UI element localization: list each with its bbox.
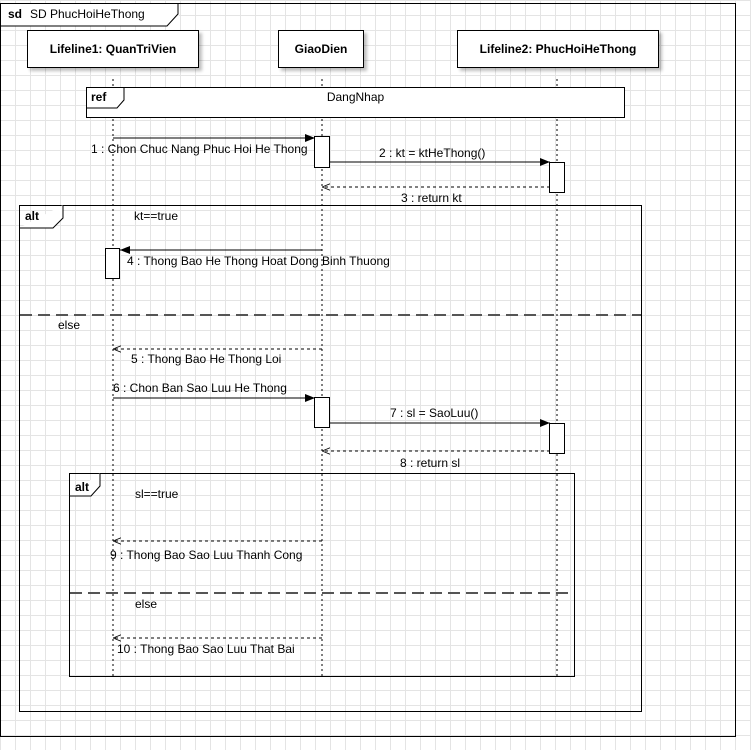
frame-name: SD PhucHoiHeThong (30, 7, 145, 21)
message-4-label: 4 : Thong Bao He Thong Hoat Dong Binh Th… (127, 254, 390, 268)
alt-outer-guard-1: kt==true (134, 209, 179, 223)
ref-keyword: ref (91, 90, 107, 104)
message-10-label: 10 : Thong Bao Sao Luu That Bai (117, 642, 295, 656)
message-2-label: 2 : kt = ktHeThong() (379, 146, 486, 160)
alt-fragment-inner: alt (69, 473, 575, 677)
message-1-label: 1 : Chon Chuc Nang Phuc Hoi He Thong (91, 142, 308, 156)
message-8-label: 8 : return sl (400, 456, 461, 470)
sequence-diagram-frame: sd SD PhucHoiHeThong (0, 3, 736, 737)
message-3-label: 3 : return kt (401, 191, 462, 205)
lifeline-head-quantrivien: Lifeline1: QuanTriVien (27, 30, 199, 68)
activation-phuchoihethong-1 (549, 162, 565, 193)
lifeline-head-phuchoihethong: Lifeline2: PhucHoiHeThong (457, 30, 659, 68)
message-9-label: 9 : Thong Bao Sao Luu Thanh Cong (110, 548, 303, 562)
alt-fragment-outer: alt (19, 205, 642, 712)
ref-fragment: ref DangNhap (86, 87, 625, 118)
frame-tab: sd SD PhucHoiHeThong (1, 4, 179, 27)
ref-name: DangNhap (326, 90, 385, 104)
alt-inner-keyword: alt (75, 480, 90, 494)
activation-phuchoihethong-2 (549, 423, 565, 454)
activation-giaodien-2 (314, 397, 330, 428)
message-5-label: 5 : Thong Bao He Thong Loi (131, 352, 282, 366)
alt-inner-guard-2: else (135, 597, 158, 611)
activation-giaodien-1 (314, 136, 330, 168)
frame-keyword: sd (8, 7, 23, 21)
message-6-label: 6 : Chon Ban Sao Luu He Thong (113, 381, 287, 395)
alt-inner-guard-1: sl==true (135, 487, 179, 501)
alt-outer-keyword: alt (25, 209, 40, 223)
alt-outer-guard-2: else (58, 318, 81, 332)
message-7-label: 7 : sl = SaoLuu() (390, 406, 479, 420)
activation-quantrivien-1 (105, 248, 120, 279)
lifeline-head-giaodien: GiaoDien (278, 30, 364, 68)
